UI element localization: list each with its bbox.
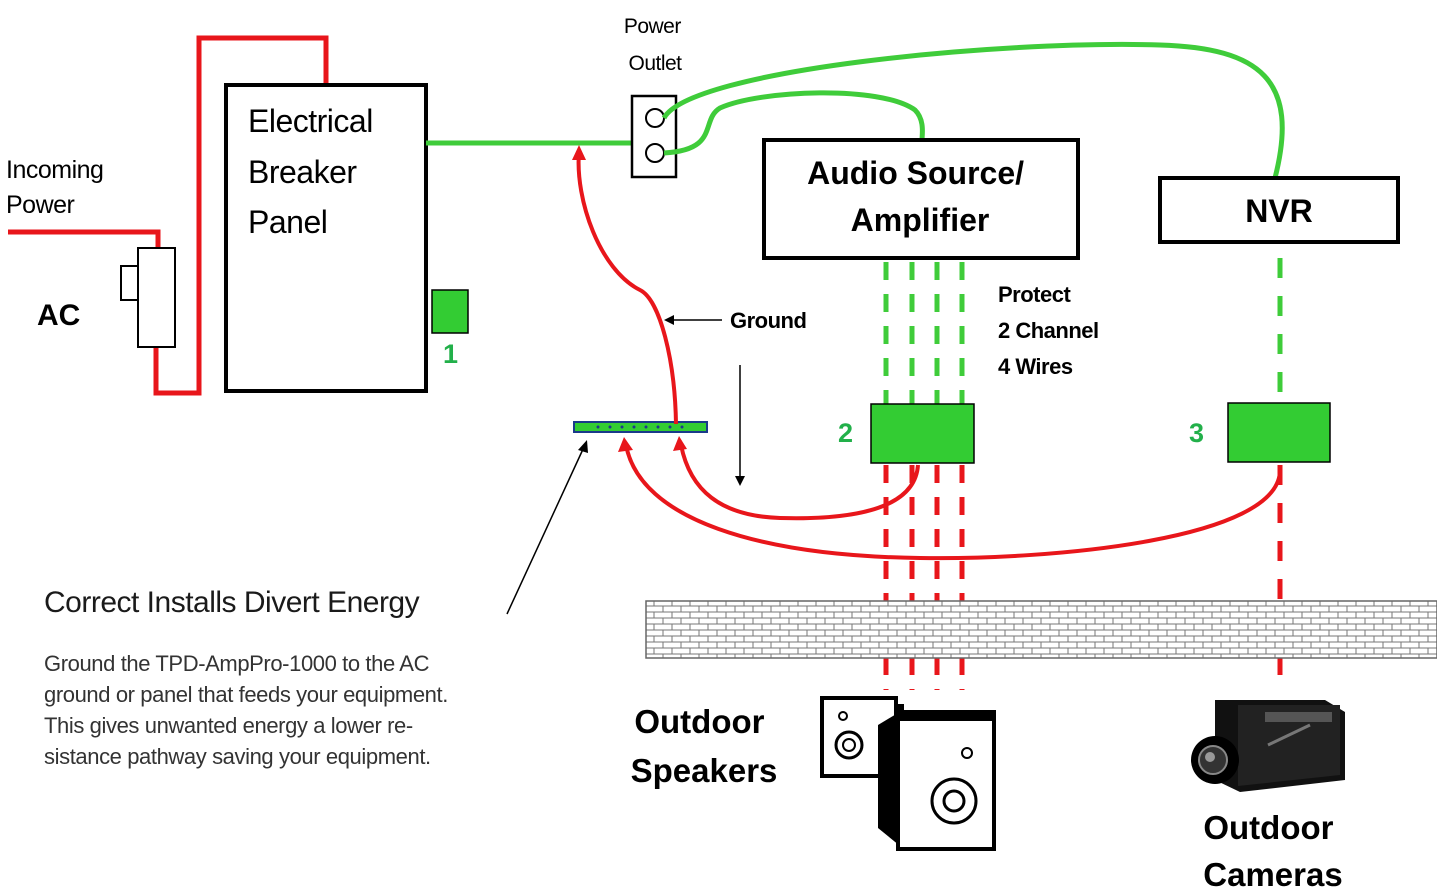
outdoor-cameras-label: Outdoor Cameras <box>1203 809 1342 891</box>
ground-bar-dots <box>596 425 684 429</box>
ground-label: Ground <box>730 308 806 333</box>
outlet-to-audio-cord <box>663 90 925 156</box>
note-title: Correct Installs Divert Energy <box>44 586 420 619</box>
outlet-socket-bottom <box>645 143 665 163</box>
ac-disconnect <box>137 247 176 348</box>
camera-icon <box>1191 700 1345 792</box>
ground-arrowhead-3 <box>618 437 633 452</box>
large-speaker <box>878 710 996 851</box>
outlet-socket-top <box>645 108 665 128</box>
ground-arrowhead-2 <box>673 436 687 451</box>
audio-signal-wires <box>883 262 965 404</box>
outdoor-speakers-label: Outdoor Speakers <box>631 703 778 789</box>
note-line: ground or panel that feeds your equipmen… <box>44 682 448 707</box>
nvr-label: NVR <box>1245 193 1313 229</box>
protector2-ground-wire <box>679 444 920 521</box>
ac-to-panel-wire <box>153 35 329 396</box>
ground-bar-to-panel-line <box>576 151 678 425</box>
audio-source-amplifier <box>762 138 1080 260</box>
nvr-box <box>1158 176 1400 244</box>
audio-source-label: Audio Source/ Amplifier <box>807 155 1033 238</box>
ac-label: AC <box>37 299 80 332</box>
down-arrowhead <box>735 476 745 486</box>
protector-2 <box>870 403 975 464</box>
ground-arrowhead-up <box>572 145 586 160</box>
protector-1-number: 1 <box>443 339 458 369</box>
note-line: This gives unwanted energy a lower re- <box>44 713 413 738</box>
ground-label-arrowhead <box>664 315 674 325</box>
note-pointer <box>506 446 585 615</box>
ac-disconnect-handle <box>120 265 139 301</box>
breaker-panel <box>224 83 428 393</box>
brick-wall <box>645 600 1437 659</box>
incoming-power-label: Incoming Power <box>6 156 110 219</box>
power-outlet-label: Power Outlet <box>624 15 686 75</box>
outlet-to-nvr-cord <box>661 41 1285 179</box>
protector-2-number: 2 <box>838 418 853 448</box>
note-line: sistance pathway saving your equipment. <box>44 744 431 769</box>
ground-bar <box>573 421 708 433</box>
protector3-ground-wire <box>624 444 1282 561</box>
note-line: Ground the TPD-AmpPro-1000 to the AC <box>44 651 430 676</box>
incoming-power-wire <box>8 229 161 248</box>
note-pointer-head <box>578 440 588 453</box>
breaker-panel-label: Electrical Breaker Panel <box>248 103 381 240</box>
speaker-wires <box>883 465 965 690</box>
note-body: Ground the TPD-AmpPro-1000 to the AC gro… <box>44 648 564 772</box>
protector-3-number: 3 <box>1189 418 1204 448</box>
protector-1 <box>431 289 469 334</box>
protect-label: Protect 2 Channel 4 Wires <box>998 282 1104 379</box>
protector-3 <box>1227 402 1331 463</box>
